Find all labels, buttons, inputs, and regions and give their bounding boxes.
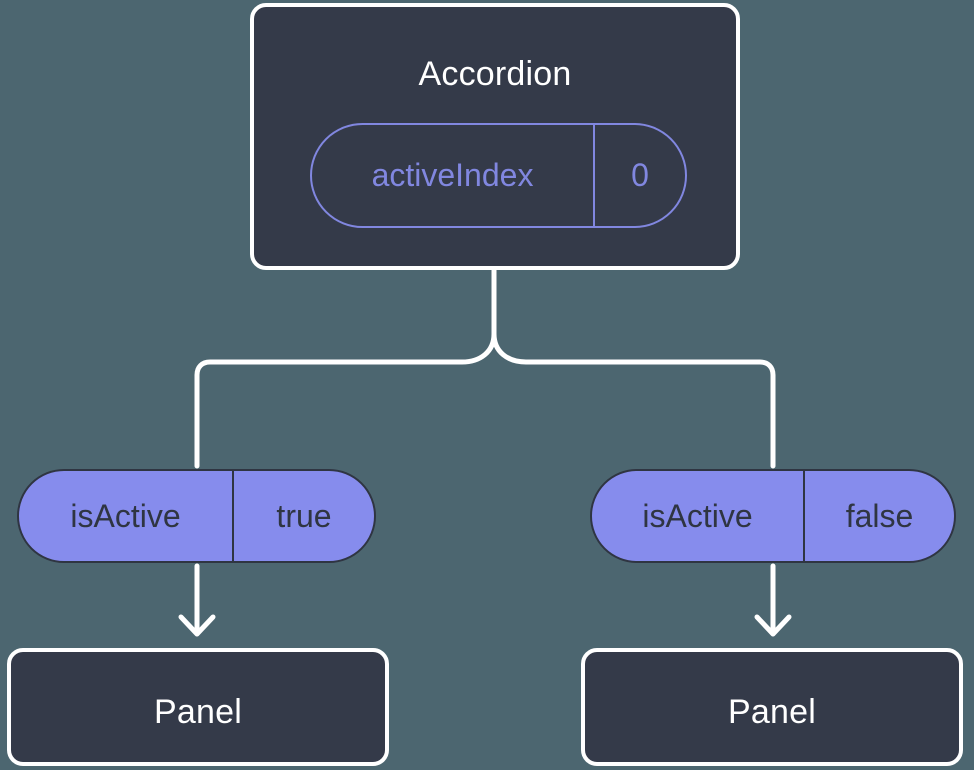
state-pill-activeindex[interactable]: activeIndex 0 <box>310 123 687 228</box>
state-key-label: activeIndex <box>312 125 595 226</box>
prop-pill-isactive-true[interactable]: isActive true <box>17 469 376 563</box>
arrow-right-head <box>754 614 792 637</box>
prop-key-label: isActive <box>19 471 234 561</box>
prop-pill-isactive-false[interactable]: isActive false <box>590 469 956 563</box>
prop-value-label: false <box>845 497 914 534</box>
accordion-title: Accordion <box>418 55 572 93</box>
prop-value-label: true <box>276 497 332 534</box>
accordion-component-box[interactable]: Accordion activeIndex 0 <box>250 3 740 270</box>
panel-component-box-right[interactable]: Panel <box>581 648 963 766</box>
connector-split-left <box>194 331 497 469</box>
panel-component-box-left[interactable]: Panel <box>7 648 389 766</box>
connector-split-right <box>491 331 776 469</box>
arrow-left-head <box>178 614 216 637</box>
prop-key-label: isActive <box>592 471 805 561</box>
state-value-label: 0 <box>631 157 649 193</box>
panel-title: Panel <box>154 693 242 731</box>
panel-title: Panel <box>728 693 816 731</box>
